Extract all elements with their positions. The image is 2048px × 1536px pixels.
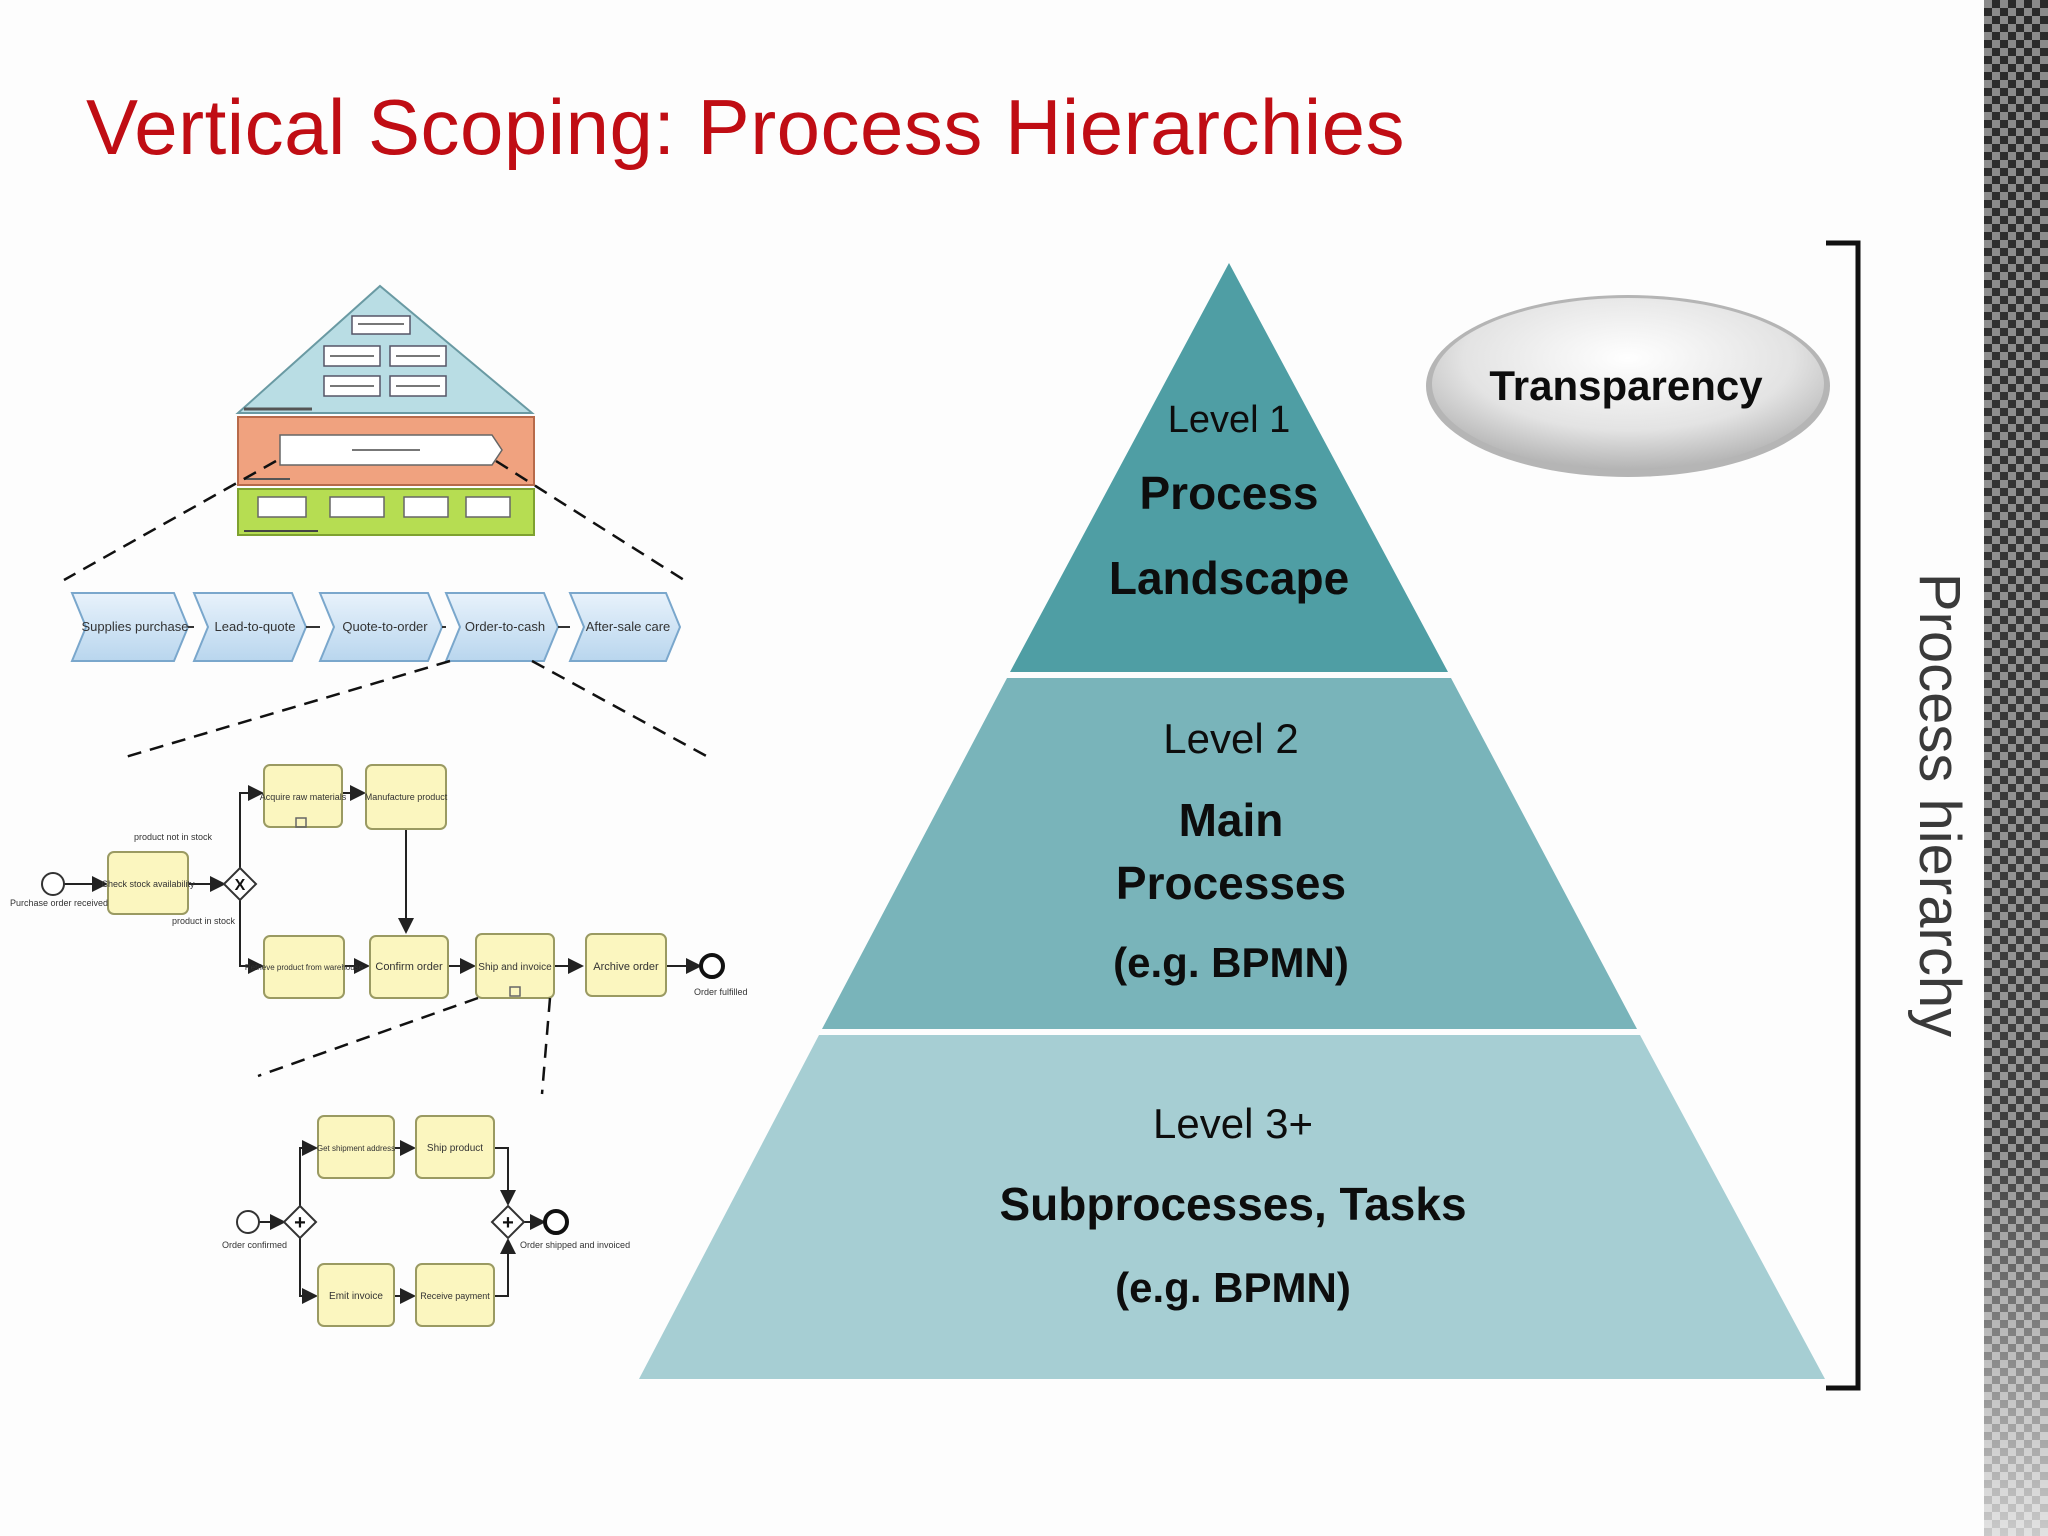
level-3-note: (e.g. BPMN) <box>1115 1264 1351 1311</box>
zoom-lines-1 <box>63 459 685 582</box>
and-gateway-split-mark: + <box>294 1212 306 1234</box>
cond-in-stock: product in stock <box>172 916 236 926</box>
task-retrieve: Retrieve product from warehouse <box>245 963 364 972</box>
task-acquire: Acquire raw materials <box>260 792 347 802</box>
bpmn-subprocess: + + Get shipment address Ship product Em… <box>222 1115 630 1327</box>
decorative-checker-strip <box>1984 0 2048 1536</box>
task-receive-payment: Receive payment <box>420 1291 490 1301</box>
task-check-stock: Check stock availability <box>101 879 195 889</box>
task-archive: Archive order <box>593 961 659 973</box>
pyramid-level-1 <box>1010 263 1448 672</box>
cond-not-in-stock: product not in stock <box>134 832 213 842</box>
chain-step-2: Lead-to-quote <box>215 619 296 634</box>
level-2-title-line1: Main <box>1179 794 1284 846</box>
level-2-note: (e.g. BPMN) <box>1113 939 1349 986</box>
level-3-label: Level 3+ <box>1153 1100 1313 1147</box>
slide-title: Vertical Scoping: Process Hierarchies <box>86 83 1406 171</box>
zoom-lines-2 <box>121 659 711 760</box>
transparency-badge: Transparency <box>1426 295 1830 477</box>
chain-step-3: Quote-to-order <box>342 619 428 634</box>
task-emit-invoice: Emit invoice <box>329 1291 383 1302</box>
chain-step-1: Supplies purchase <box>82 619 189 634</box>
start-event-label: Purchase order received <box>10 898 108 908</box>
pyramid-level-3 <box>639 1035 1825 1379</box>
chain-step-5: After-sale care <box>586 619 671 634</box>
level-1-title-line2: Landscape <box>1109 552 1349 604</box>
hierarchy-bracket <box>1826 240 1861 1391</box>
sub-end-label: Order shipped and invoiced <box>520 1240 630 1250</box>
value-chain: Supplies purchase Lead-to-quote Quote-to… <box>70 592 682 662</box>
zoom-lines-3 <box>257 996 552 1095</box>
task-manufacture: Manufacture product <box>365 792 448 802</box>
task-confirm: Confirm order <box>375 961 443 973</box>
end-event-label: Order fulfilled <box>694 987 748 997</box>
level-2-title-line2: Processes <box>1116 857 1346 909</box>
chain-step-4: Order-to-cash <box>465 619 545 634</box>
xor-gateway-mark: X <box>235 877 246 894</box>
pyramid-level-2 <box>822 678 1637 1029</box>
process-house-diagram <box>235 284 535 536</box>
and-gateway-join-mark: + <box>502 1212 514 1234</box>
process-pyramid: Level 1 Process Landscape Level 2 Main P… <box>639 263 1825 1379</box>
level-3-title: Subprocesses, Tasks <box>999 1178 1466 1230</box>
level-1-label: Level 1 <box>1168 399 1291 441</box>
sub-start-label: Order confirmed <box>222 1240 287 1250</box>
task-ship-invoice: Ship and invoice <box>478 962 552 973</box>
bpmn-main-process: X Check stock availability Acquire raw m… <box>10 764 748 999</box>
process-hierarchy-label: Process hierarchy <box>1907 573 1972 1037</box>
transparency-label: Transparency <box>1489 362 1763 409</box>
task-ship-product: Ship product <box>427 1143 483 1154</box>
task-get-address: Get shipment address <box>317 1144 395 1153</box>
level-1-title-line1: Process <box>1139 467 1318 519</box>
level-2-label: Level 2 <box>1163 715 1298 762</box>
